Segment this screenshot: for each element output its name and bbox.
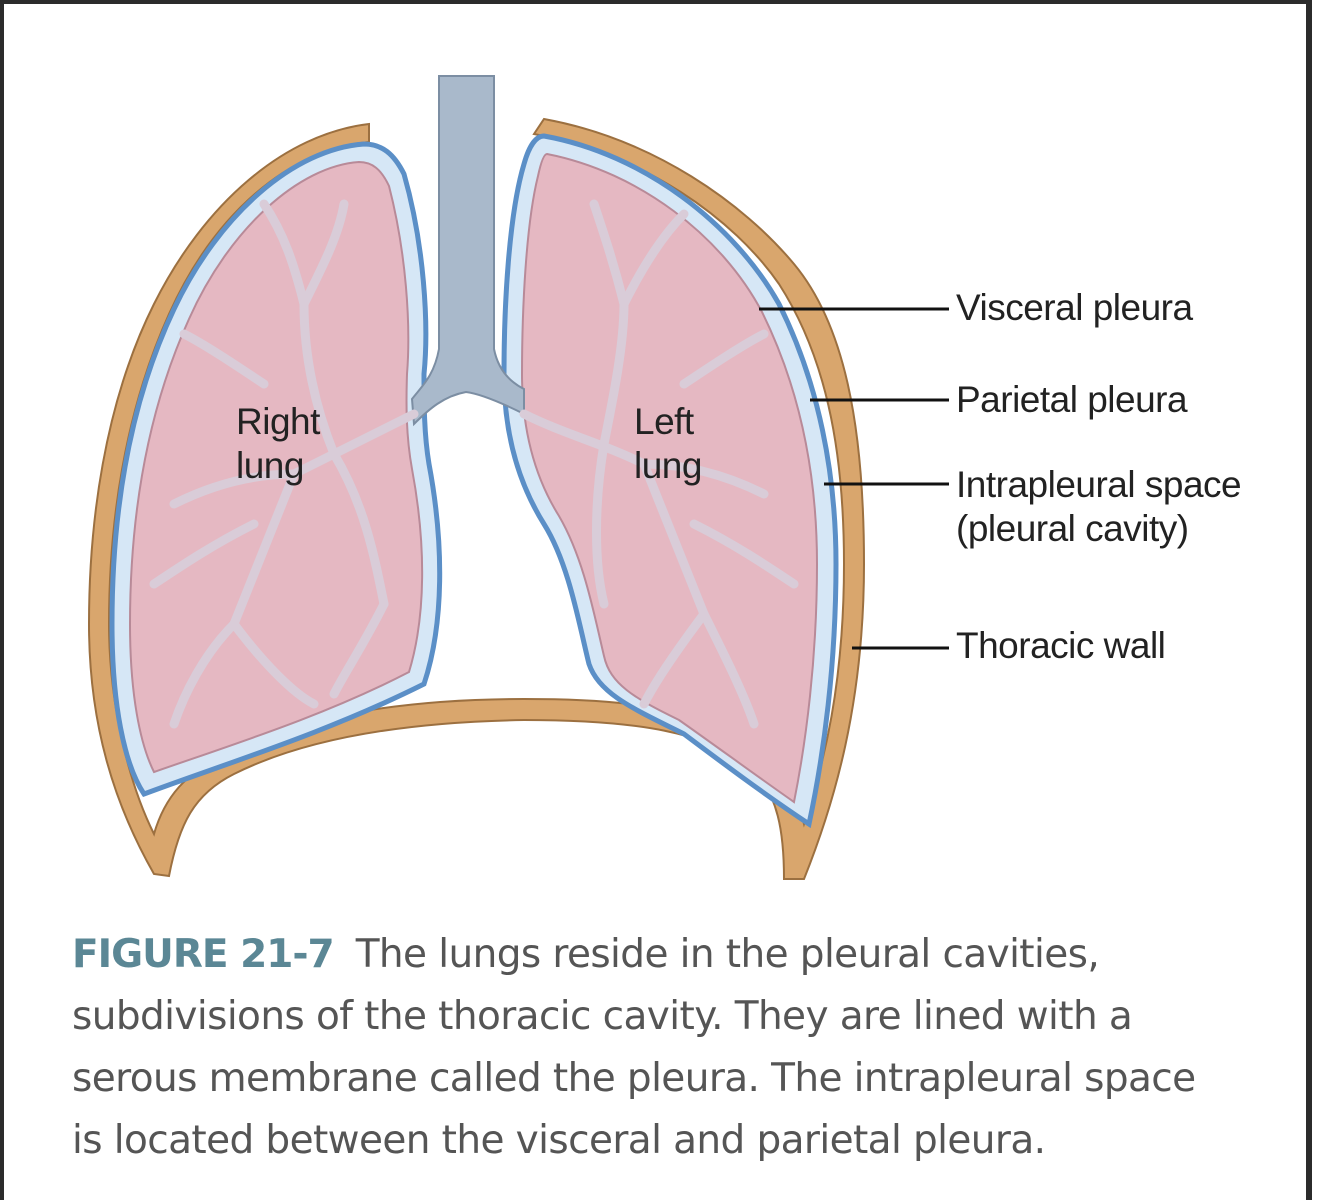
caption-line-1: FIGURE 21-7 The lungs reside in the pleur…	[72, 924, 1292, 986]
right-lung-label-line2: lung	[236, 445, 304, 486]
caption-line-4: is located between the visceral and pari…	[72, 1118, 1046, 1163]
thoracic-wall-label: Thoracic wall	[956, 625, 1166, 666]
parietal-pleura-label: Parietal pleura	[956, 379, 1188, 420]
caption-line-2: subdivisions of the thoracic cavity. The…	[72, 994, 1133, 1039]
left-lung-label: Left lung	[634, 400, 702, 488]
intrapleural-space-label-line2: (pleural cavity)	[956, 508, 1189, 549]
leader-lines	[759, 307, 949, 650]
lungs-diagram	[87, 75, 949, 880]
left-lung-label-line2: lung	[634, 445, 702, 486]
left-lung-label-line1: Left	[634, 401, 694, 442]
caption-line-3: serous membrane called the pleura. The i…	[72, 1056, 1196, 1101]
right-lung-label: Right lung	[236, 400, 320, 488]
right-lung	[128, 160, 424, 774]
trachea	[410, 75, 525, 427]
left-lung	[520, 152, 819, 804]
visceral-pleura-label: Visceral pleura	[956, 287, 1193, 328]
intrapleural-space-label: Intrapleural space (pleural cavity)	[956, 463, 1242, 551]
intrapleural-space-label-line1: Intrapleural space	[956, 464, 1242, 505]
right-lung-label-line1: Right	[236, 401, 320, 442]
left-bronchial-tree	[519, 199, 799, 729]
figure-number: FIGURE 21-7	[72, 932, 335, 977]
caption-text-1: The lungs reside in the pleural cavities…	[355, 932, 1100, 977]
right-bronchial-tree	[149, 199, 419, 729]
figure-caption: FIGURE 21-7 The lungs reside in the pleur…	[72, 924, 1292, 1172]
